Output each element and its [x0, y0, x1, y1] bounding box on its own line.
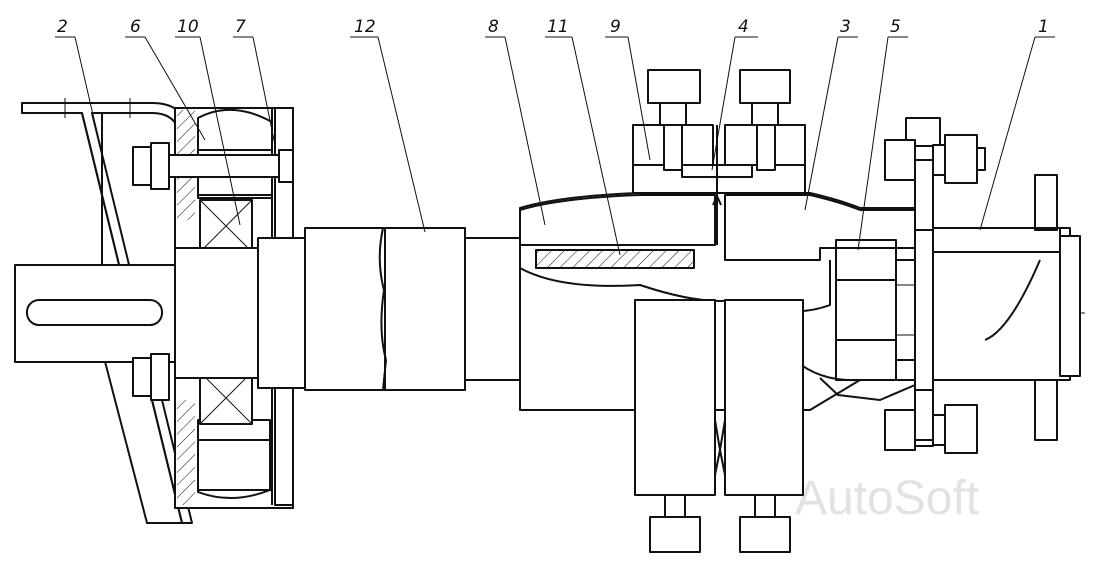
callout-11: 11	[547, 17, 569, 37]
bearing-lower	[199, 371, 253, 425]
lower-bolt-left	[649, 494, 701, 553]
flange-bolt-upper	[884, 134, 986, 184]
callout-2: 2	[57, 17, 68, 37]
callout-10: 10	[177, 17, 199, 37]
callout-7: 7	[235, 17, 246, 37]
bolt-upper-left	[132, 142, 294, 190]
input-shaft	[14, 264, 181, 363]
callout-12: 12	[354, 17, 376, 37]
upper-bolt-left	[647, 69, 701, 171]
callout-8: 8	[488, 17, 499, 37]
bearing-upper	[199, 199, 253, 253]
flange-disc	[905, 117, 941, 447]
watermark-text: AutoSoft	[795, 472, 979, 525]
bolt-lower-left	[132, 353, 170, 401]
callout-1: 1	[1038, 17, 1049, 37]
lower-split-block	[634, 299, 804, 496]
callout-5: 5	[890, 17, 901, 37]
upper-bolt-right	[739, 69, 791, 171]
callout-9: 9	[610, 17, 621, 37]
drive-shaft	[174, 227, 521, 391]
lower-bolt-right	[739, 494, 791, 553]
callout-group: 2 6 10 7 12 8 11 9 4 3 5 1	[55, 17, 1055, 256]
callout-4: 4	[738, 17, 749, 37]
callout-6: 6	[130, 17, 141, 37]
flange-bolt-lower	[884, 404, 978, 454]
output-hub	[932, 174, 1081, 441]
callout-3: 3	[840, 17, 851, 37]
